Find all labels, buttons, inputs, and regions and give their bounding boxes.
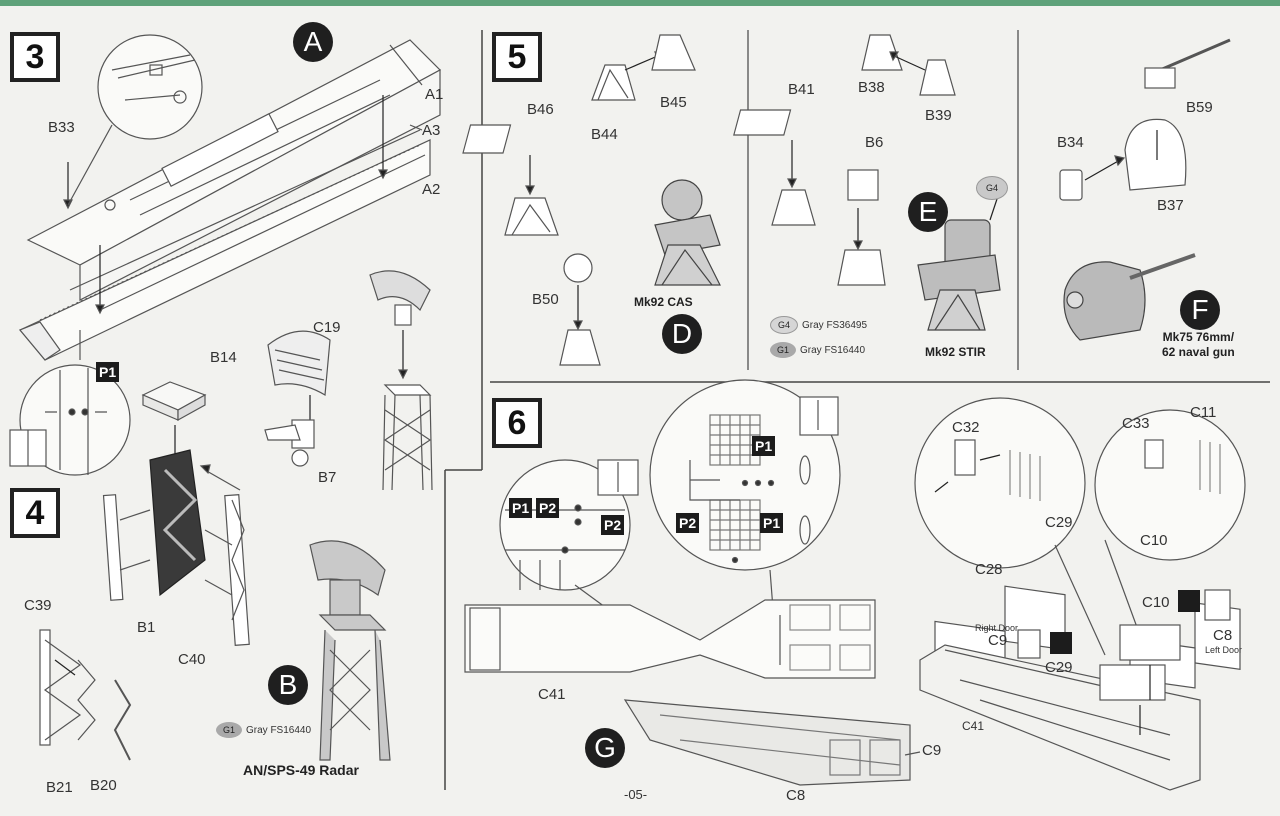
caption-an-sps-49-radar: AN/SPS-49 Radar — [243, 762, 359, 778]
subassembly-e-badge: E — [908, 192, 948, 232]
pin-tag-p1: P1 — [760, 513, 784, 533]
part-label-c9-door: C9 — [988, 632, 1008, 649]
detail-circle-6c — [914, 397, 1086, 569]
caption-mk75-gun: Mk75 76mm/ 62 naval gun — [1162, 330, 1235, 360]
part-label-b33: B33 — [48, 119, 75, 136]
part-label-c11: C11 — [1190, 404, 1217, 421]
paint-chip-g4-tag: G4 — [976, 176, 1008, 200]
caption-mk92-stir: Mk92 STIR — [925, 345, 986, 359]
part-label-c19: C19 — [313, 319, 341, 336]
part-label-b7: B7 — [318, 469, 337, 486]
pin-tag-p1: P1 — [752, 436, 776, 456]
part-label-b39: B39 — [925, 107, 952, 124]
step-number-3: 3 — [10, 32, 60, 82]
assembly-c41-c29 — [919, 589, 1231, 791]
top-color-strip — [0, 0, 1280, 6]
paint-chip: G1 — [770, 342, 796, 358]
part-label-b34: B34 — [1057, 134, 1084, 151]
part-label-b6: B6 — [865, 134, 884, 151]
subassembly-f-badge: F — [1180, 290, 1220, 330]
part-label-c39: C39 — [24, 597, 52, 614]
hull-assembly-a — [19, 39, 441, 361]
part-label-b59: B59 — [1186, 99, 1213, 116]
paint-callout-b-g1: G1 Gray FS16440 — [216, 722, 311, 738]
part-label-c29-b: C29 — [1045, 659, 1073, 676]
part-label-a1: A1 — [425, 86, 444, 103]
part-label-a3: A3 — [422, 122, 441, 139]
part-label-c29: C29 — [1045, 514, 1073, 531]
part-label-b50: B50 — [532, 291, 559, 308]
part-label-c8: C8 — [786, 787, 806, 804]
subassembly-b-badge: B — [268, 665, 308, 705]
pin-tag-p2: P2 — [676, 513, 700, 533]
subassembly-g-badge: G — [585, 728, 625, 768]
paint-name: Gray FS36495 — [802, 319, 868, 331]
pin-tag-p1: P1 — [96, 362, 120, 382]
step-number-5: 5 — [492, 32, 542, 82]
part-label-b21: B21 — [46, 779, 73, 796]
paint-callout-e-g1: G1 Gray FS16440 — [770, 342, 865, 358]
step-number-6: 6 — [492, 398, 542, 448]
part-label-c28: C28 — [975, 561, 1003, 578]
deck-c41 — [464, 599, 876, 679]
step-number-4: 4 — [10, 488, 60, 538]
radar-tower-3 — [369, 270, 433, 491]
subassembly-a-badge: A — [293, 22, 333, 62]
paint-name: Gray FS16440 — [800, 344, 866, 356]
truss-mast-b1 — [102, 381, 250, 646]
part-label-c10-door: C10 — [1142, 594, 1170, 611]
paint-chip: G4 — [770, 316, 798, 334]
part-label-c41: C41 — [538, 686, 566, 703]
part-label-b14: B14 — [210, 349, 237, 366]
part-label-b38: B38 — [858, 79, 885, 96]
left-door-caption: Left Door — [1205, 645, 1243, 655]
cas-d — [654, 179, 721, 286]
paint-name: Gray FS16440 — [246, 724, 312, 736]
truss-mast-c39 — [39, 629, 132, 761]
paint-callout-e-g4: G4 Gray FS36495 — [770, 316, 867, 334]
part-label-b1: B1 — [137, 619, 156, 636]
detail-circle-6d — [1094, 409, 1246, 561]
detail-circle-p1 — [19, 364, 131, 476]
part-label-b37: B37 — [1157, 197, 1184, 214]
part-label-c40: C40 — [178, 651, 206, 668]
part-label-b41: B41 — [788, 81, 815, 98]
pin-tag-p2: P2 — [601, 515, 625, 535]
detail-circle-deck — [97, 34, 203, 140]
gun-f-parts — [1059, 38, 1231, 201]
radar-tower-b — [309, 540, 391, 761]
part-label-a2: A2 — [422, 181, 441, 198]
right-door-caption: Right Door — [975, 623, 1019, 633]
part-label-c8-door: C8 — [1213, 627, 1233, 644]
paint-chip: G1 — [216, 722, 242, 738]
photo-etch-icon — [1050, 632, 1072, 654]
subassembly-d-badge: D — [662, 314, 702, 354]
part-label-c10: C10 — [1140, 532, 1168, 549]
stir-e — [917, 189, 1001, 331]
part-label-b46: B46 — [527, 101, 554, 118]
part-label-c32: C32 — [952, 419, 980, 436]
part-label-c9: C9 — [922, 742, 942, 759]
radar-c19 — [264, 330, 331, 467]
caption-mk75-gun-line1: Mk75 76mm/ — [1162, 330, 1235, 344]
photo-etch-icon — [1178, 590, 1200, 612]
caption-mk75-gun-line2: 62 naval gun — [1162, 345, 1235, 359]
part-label-b20: B20 — [90, 777, 117, 794]
caption-mk92-cas: Mk92 CAS — [634, 295, 693, 309]
gun-f — [1063, 253, 1196, 341]
pin-tag-p2: P2 — [536, 498, 560, 518]
part-label-c41-right: C41 — [962, 719, 985, 733]
stir-parts — [733, 34, 956, 286]
superstructure-g — [623, 699, 921, 786]
part-label-c33: C33 — [1122, 415, 1150, 432]
mount-b44-b45 — [462, 34, 696, 366]
pin-tag-p1: P1 — [509, 498, 533, 518]
part-label-b44: B44 — [591, 126, 618, 143]
page-number: -05- — [624, 787, 648, 802]
part-label-b45: B45 — [660, 94, 687, 111]
